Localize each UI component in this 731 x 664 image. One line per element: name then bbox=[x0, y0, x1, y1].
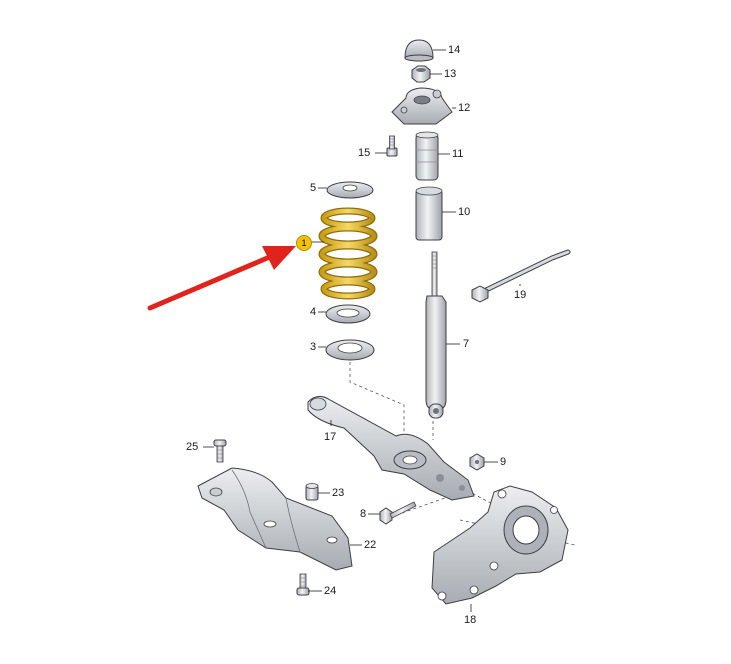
part-4-lower-spring-seat bbox=[325, 304, 371, 324]
part-label-5[interactable]: 5 bbox=[310, 182, 317, 194]
part-label-25[interactable]: 25 bbox=[186, 441, 199, 453]
part-label-14[interactable]: 14 bbox=[448, 44, 461, 56]
part-8-bolt bbox=[379, 501, 417, 525]
part-14-protective-cap bbox=[404, 39, 434, 62]
part-24-bolt bbox=[296, 573, 310, 596]
part-13-nut bbox=[411, 65, 431, 83]
part-label-17[interactable]: 17 bbox=[324, 431, 337, 443]
part-10-protective-tube bbox=[415, 186, 443, 241]
part-7-shock-absorber bbox=[425, 251, 447, 419]
part-label-13[interactable]: 13 bbox=[444, 68, 457, 80]
part-5-upper-spring-seat bbox=[326, 181, 374, 199]
part-label-23[interactable]: 23 bbox=[332, 487, 345, 499]
part-label-10[interactable]: 10 bbox=[458, 206, 471, 218]
part-label-18[interactable]: 18 bbox=[464, 614, 477, 626]
part-label-1-highlighted[interactable]: 1 bbox=[296, 235, 312, 251]
part-label-9[interactable]: 9 bbox=[500, 456, 507, 468]
part-22-subframe-bracket bbox=[197, 467, 353, 571]
part-label-12[interactable]: 12 bbox=[458, 102, 471, 114]
part-label-11[interactable]: 11 bbox=[452, 148, 464, 160]
part-15-bolt bbox=[386, 135, 398, 157]
part-label-3[interactable]: 3 bbox=[310, 341, 317, 353]
part-label-7[interactable]: 7 bbox=[463, 338, 470, 350]
highlight-arrow bbox=[147, 246, 296, 311]
part-11-bump-stop bbox=[415, 131, 439, 181]
part-18-wheel-bearing-housing bbox=[431, 485, 569, 605]
part-label-8[interactable]: 8 bbox=[360, 508, 367, 520]
part-23-bush bbox=[305, 483, 319, 501]
part-9-nut bbox=[469, 453, 485, 471]
part-3-spring-pad bbox=[325, 339, 375, 361]
part-1-coil-spring bbox=[318, 207, 378, 300]
label-leader-lines bbox=[203, 49, 521, 612]
part-17-lower-wishbone bbox=[307, 396, 475, 501]
part-label-4[interactable]: 4 bbox=[310, 306, 317, 318]
part-25-bolt bbox=[213, 439, 227, 463]
part-label-22[interactable]: 22 bbox=[364, 539, 377, 551]
part-label-19[interactable]: 19 bbox=[514, 289, 527, 301]
part-12-top-mount bbox=[391, 87, 453, 125]
part-label-15[interactable]: 15 bbox=[358, 147, 371, 159]
part-label-24[interactable]: 24 bbox=[324, 585, 337, 597]
part-19-holder bbox=[471, 249, 571, 303]
